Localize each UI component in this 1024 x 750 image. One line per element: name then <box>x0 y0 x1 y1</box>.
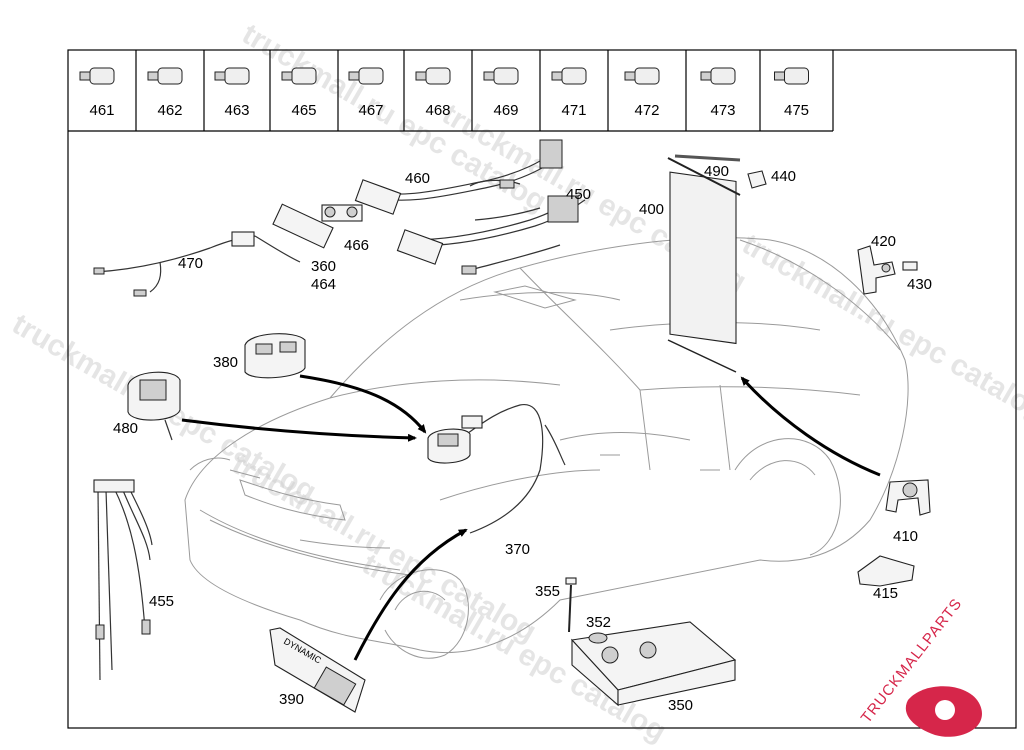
header-part-469[interactable]: 469 <box>483 50 541 131</box>
callout-410[interactable]: 410 <box>893 528 918 545</box>
callout-415[interactable]: 415 <box>873 585 898 602</box>
header-part-label: 462 <box>157 102 182 119</box>
header-part-label: 473 <box>710 102 735 119</box>
part-415-bracket[interactable] <box>857 555 915 587</box>
header-part-label: 461 <box>89 102 114 119</box>
part-355-screw[interactable] <box>565 577 577 633</box>
coupling-icon <box>415 67 451 85</box>
callout-390[interactable]: 390 <box>279 691 304 708</box>
assembly-arrows <box>181 374 881 661</box>
harness-470[interactable] <box>93 231 301 297</box>
car-outline <box>184 237 909 659</box>
harness-450[interactable] <box>396 194 586 275</box>
part-480-switch-unit[interactable] <box>127 371 181 441</box>
callout-400[interactable]: 400 <box>639 201 664 218</box>
header-part-461[interactable]: 461 <box>79 50 137 131</box>
bracket-icon <box>700 67 736 85</box>
callout-480[interactable]: 480 <box>113 420 138 437</box>
cable-branch <box>544 424 566 466</box>
header-part-label: 465 <box>291 102 316 119</box>
header-parts-row: 461 462 463 465 467 468 469 471 472 473 475 <box>79 50 810 131</box>
part-400-roller-blind[interactable] <box>667 157 741 373</box>
part-360-connector-block[interactable] <box>272 203 334 249</box>
callout-450[interactable]: 450 <box>566 186 591 203</box>
callout-labels: 490 440 460 450 400 420 430 466 470 360 … <box>113 163 932 714</box>
control-unit-center[interactable] <box>427 415 483 464</box>
plug-icon <box>147 67 183 85</box>
part-410-bracket[interactable] <box>885 479 931 516</box>
t-connector-icon <box>281 67 317 85</box>
pin-icon <box>348 67 384 85</box>
header-part-465[interactable]: 465 <box>281 50 339 131</box>
header-part-label: 475 <box>784 102 809 119</box>
callout-466[interactable]: 466 <box>344 237 369 254</box>
header-part-473[interactable]: 473 <box>700 50 761 131</box>
callout-370[interactable]: 370 <box>505 541 530 558</box>
header-part-label: 468 <box>425 102 450 119</box>
connector-elbow-icon <box>79 67 115 85</box>
callout-430[interactable]: 430 <box>907 276 932 293</box>
header-part-label: 463 <box>224 102 249 119</box>
socket-icon <box>214 67 250 85</box>
part-466-sensor[interactable] <box>321 204 363 222</box>
logo-center-icon <box>935 700 955 720</box>
part-490-rail[interactable] <box>674 154 741 162</box>
part-420-bracket[interactable] <box>857 245 896 295</box>
header-part-label: 472 <box>634 102 659 119</box>
harness-460[interactable] <box>354 139 563 215</box>
sensor-icon <box>551 67 587 85</box>
callout-470[interactable]: 470 <box>178 255 203 272</box>
part-440-clip[interactable] <box>747 170 767 189</box>
part-350-module[interactable] <box>570 621 737 707</box>
header-part-467[interactable]: 467 <box>348 50 405 131</box>
header-part-label: 467 <box>358 102 383 119</box>
coupling-icon <box>483 67 519 85</box>
part-380-control-panel[interactable] <box>244 333 306 379</box>
callout-352[interactable]: 352 <box>586 614 611 631</box>
header-part-462[interactable]: 462 <box>147 50 205 131</box>
callout-460[interactable]: 460 <box>405 170 430 187</box>
callout-380[interactable]: 380 <box>213 354 238 371</box>
cable-370 <box>457 404 544 534</box>
header-part-471[interactable]: 471 <box>551 50 609 131</box>
elbow-fitting-icon <box>774 67 809 85</box>
callout-350[interactable]: 350 <box>668 697 693 714</box>
diagram-frame <box>67 49 1017 729</box>
header-part-463[interactable]: 463 <box>214 50 271 131</box>
harness-455[interactable] <box>93 479 153 681</box>
part-430-bolt[interactable] <box>902 261 918 271</box>
callout-440[interactable]: 440 <box>771 168 796 185</box>
callout-360[interactable]: 360 <box>311 258 336 275</box>
truckmall-logo: TRUCKMALLPARTS <box>858 595 982 737</box>
header-part-label: 469 <box>493 102 518 119</box>
part-352-grommet[interactable] <box>588 632 608 644</box>
callout-420[interactable]: 420 <box>871 233 896 250</box>
header-part-475[interactable]: 475 <box>774 67 810 119</box>
header-part-468[interactable]: 468 <box>415 50 473 131</box>
valve-icon <box>624 67 660 85</box>
callout-455[interactable]: 455 <box>149 593 174 610</box>
callout-464[interactable]: 464 <box>311 276 336 293</box>
header-part-label: 471 <box>561 102 586 119</box>
header-part-472[interactable]: 472 <box>624 50 687 131</box>
callout-355[interactable]: 355 <box>535 583 560 600</box>
callout-490[interactable]: 490 <box>704 163 729 180</box>
